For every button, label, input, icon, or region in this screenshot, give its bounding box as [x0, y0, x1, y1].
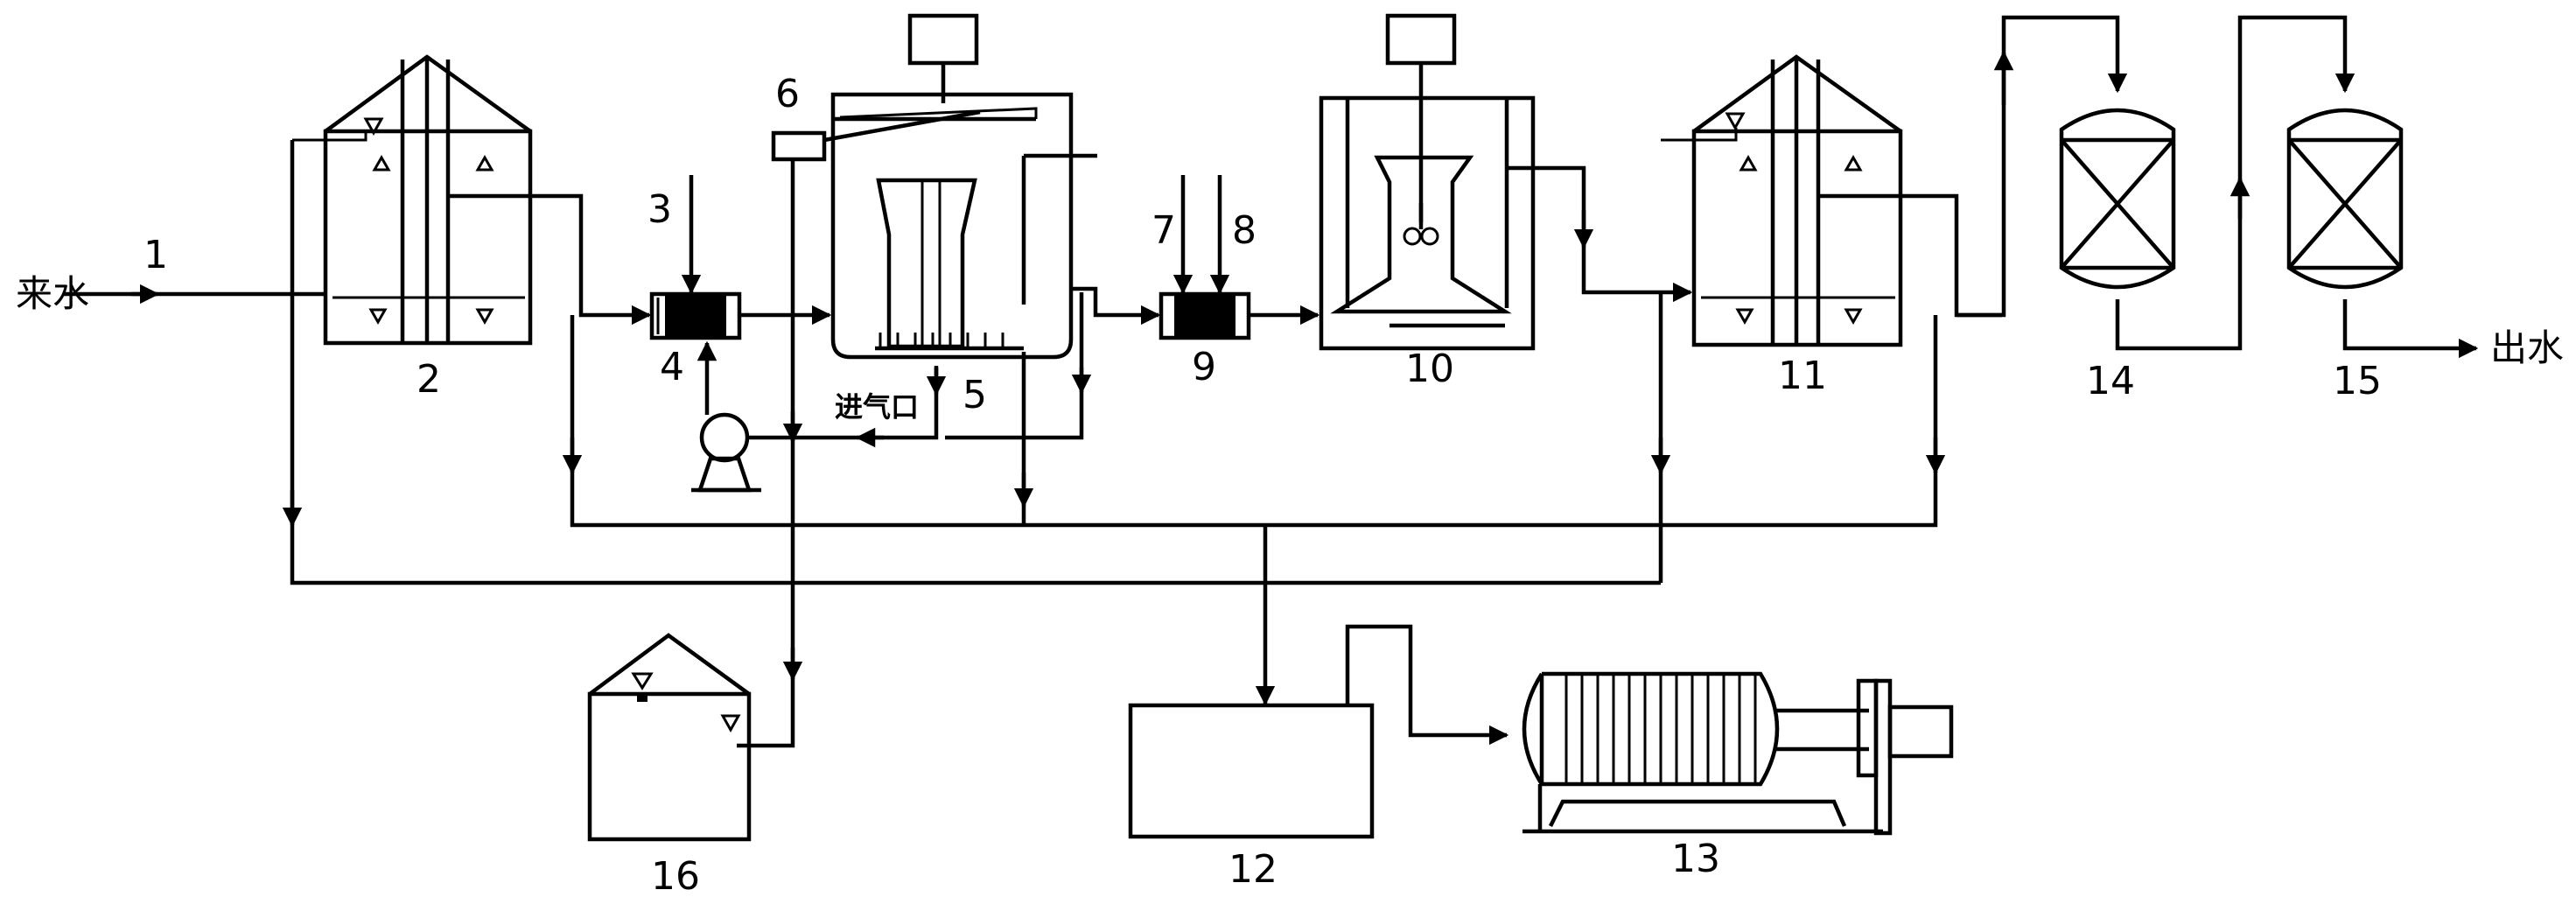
air-inlet-label: 进气口	[835, 390, 919, 424]
settling-tank-2	[323, 54, 533, 346]
unit-15-label: 15	[2333, 359, 2382, 403]
flotation-tank-5	[830, 13, 1074, 360]
sludge-tank-12	[1128, 703, 1375, 839]
unit-13-label: 13	[1671, 837, 1720, 881]
aerator-bar	[875, 333, 1024, 351]
water-level-marks	[363, 117, 494, 326]
unit-6-label: 6	[775, 72, 800, 116]
unit-11-label: 11	[1778, 354, 1827, 398]
pump	[691, 412, 761, 493]
unit-1-label: 1	[144, 233, 168, 277]
filter-column-15	[2286, 108, 2404, 290]
unit-9-label: 9	[1192, 345, 1216, 389]
filter-press-13	[1522, 671, 1954, 836]
skimmer-trough-6	[771, 109, 981, 162]
unit-4-label: 4	[660, 345, 684, 389]
pipe-mixer-4	[649, 291, 742, 340]
unit-10-label: 10	[1405, 347, 1454, 391]
outlet-label: 出水	[2490, 326, 2564, 369]
sludge-tank-16	[587, 633, 752, 842]
unit-5-label: 5	[962, 373, 987, 417]
unit-14-label: 14	[2086, 359, 2135, 403]
filter-plates	[1564, 676, 1757, 782]
unit-12-label: 12	[1228, 847, 1278, 892]
pipe-mixer-9	[1158, 291, 1251, 340]
unit-7-label: 7	[1152, 208, 1176, 253]
unit-16-label: 16	[651, 854, 700, 899]
water-level-marks	[1725, 112, 1863, 326]
settling-tank-11	[1691, 54, 1903, 347]
filter-column-14	[2059, 108, 2176, 290]
inlet-label: 来水	[16, 272, 89, 315]
pipes	[63, 15, 2479, 748]
unit-3-label: 3	[648, 187, 672, 232]
coagulation-tank-10	[1319, 13, 1536, 351]
unit-2-label: 2	[416, 357, 441, 402]
unit-8-label: 8	[1232, 208, 1256, 253]
